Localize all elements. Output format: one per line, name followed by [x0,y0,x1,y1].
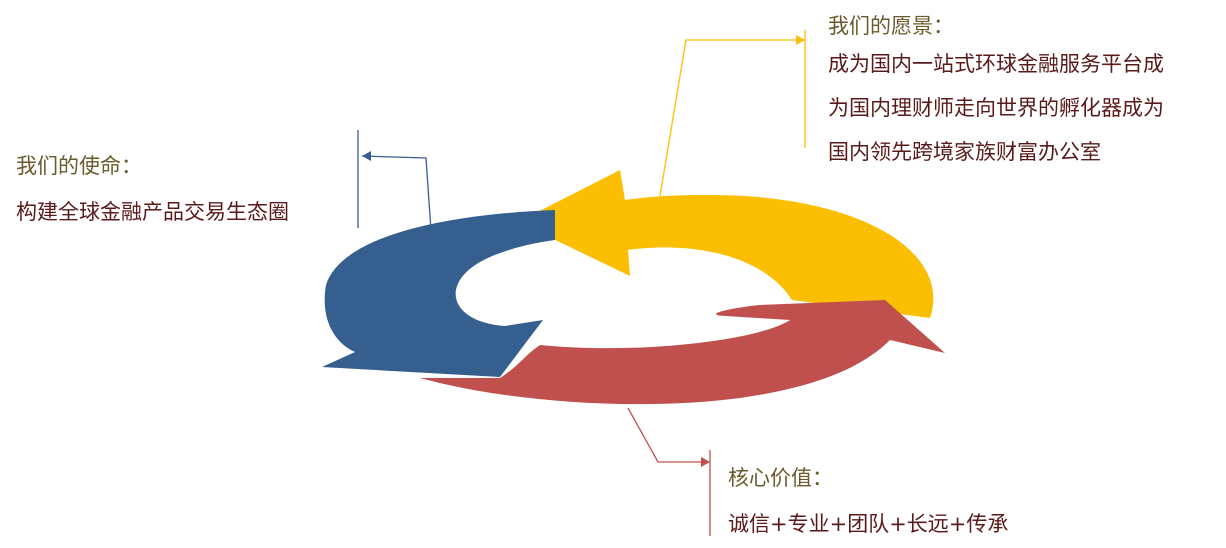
values-line: 诚信+专业+团队+长远+传承 [728,512,1009,536]
mission-line: 构建全球金融产品交易生态圈 [16,200,289,224]
vision-line: 成为国内一站式环球金融服务平台成 [828,52,1164,76]
yellow-cycle-arrow [518,170,934,318]
vision-line: 为国内理财师走向世界的孵化器成为 [828,96,1164,120]
mission-heading: 我们的使命： [16,154,142,178]
red-cycle-arrow [420,300,945,405]
blue-cycle-arrow [322,210,555,377]
mission-connector [357,130,436,249]
vision-line: 国内领先跨境家族财富办公室 [828,140,1101,164]
vision-connector [659,30,806,197]
values-heading: 核心价值： [728,466,833,490]
vision-heading: 我们的愿景： [828,14,954,38]
values-connector [627,407,711,536]
